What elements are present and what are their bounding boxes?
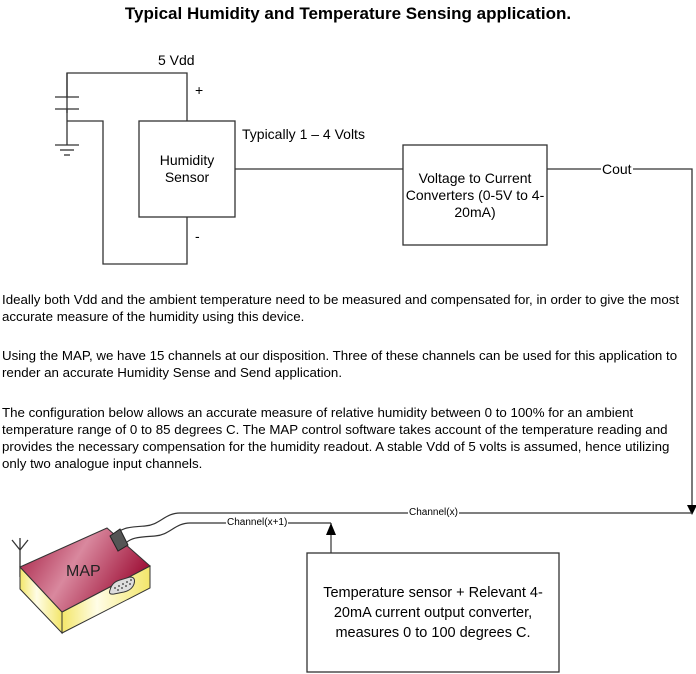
converter-box xyxy=(402,144,548,246)
temperature-sensor-label: Temperature sensor + Relevant 4-20mA cur… xyxy=(323,584,543,641)
cout-label: Cout xyxy=(601,161,633,177)
page-title: Typical Humidity and Temperature Sensing… xyxy=(124,4,572,23)
channel-x1-label: Channel(x+1) xyxy=(226,517,289,528)
paragraph-3: The configuration below allows an accura… xyxy=(2,405,670,471)
minus-label: - xyxy=(195,228,200,244)
channel-x-label: Channel(x) xyxy=(408,507,459,518)
channel-x-wire xyxy=(111,512,692,539)
paragraph-1: Ideally both Vdd and the ambient tempera… xyxy=(2,292,680,324)
serial-port-icon xyxy=(109,576,135,595)
converter-label: Voltage to Current Converters (0-5V to 4… xyxy=(405,169,545,220)
arrow-down-icon xyxy=(687,505,696,515)
connector-icon xyxy=(109,528,129,552)
ground-icon xyxy=(55,144,79,156)
map-label: MAP xyxy=(66,563,101,580)
supply-label: 5 Vdd xyxy=(158,52,195,68)
temperature-sensor-box xyxy=(306,552,560,673)
map-device-icon xyxy=(11,527,151,635)
arrow-up-icon xyxy=(326,523,336,535)
cout-wire xyxy=(547,168,693,505)
humidity-sensor-label: Humidity Sensor xyxy=(159,152,215,185)
supply-wiring xyxy=(55,72,188,265)
paragraph-2: Using the MAP, we have 15 channels at ou… xyxy=(2,348,678,380)
plus-label: + xyxy=(195,82,204,98)
output-voltage-label: Typically 1 – 4 Volts xyxy=(242,126,365,142)
